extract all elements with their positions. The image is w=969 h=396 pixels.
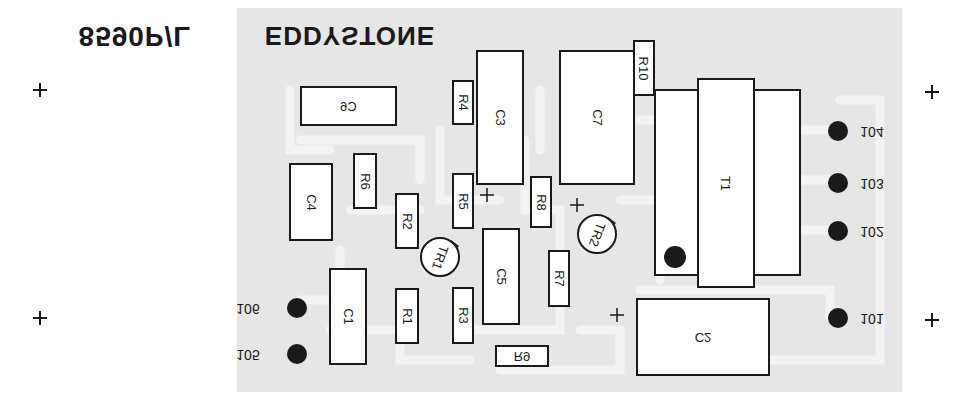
resistor-outline: R4	[452, 80, 474, 125]
component-label: C6	[340, 100, 357, 113]
component-label: R7	[553, 270, 566, 287]
component-label: R3	[457, 307, 470, 324]
capacitor-outline: C2	[636, 298, 770, 376]
resistor-outline: R2	[395, 193, 419, 249]
pin-number-box: 104	[852, 123, 892, 141]
capacitor-outline: C3	[476, 50, 524, 185]
resistor-outline: R1	[395, 288, 419, 344]
component-label: R10	[638, 56, 651, 80]
maker-name: EDDYSTONE	[265, 23, 435, 49]
resistor-outline: R8	[530, 176, 552, 228]
resistor-outline: R3	[452, 287, 474, 344]
pin-number: 101	[860, 312, 883, 326]
resistor-outline: R7	[548, 250, 570, 307]
resistor-outline: R10	[633, 40, 655, 96]
resistor-outline: R5	[452, 173, 474, 229]
capacitor-outline: C4	[289, 163, 333, 241]
pin-number: 103	[860, 177, 883, 191]
component-label: R8	[535, 194, 548, 211]
component-label: C7	[591, 109, 604, 126]
part-number-box: 8590P/L	[60, 18, 210, 54]
pin-number: 102	[860, 225, 883, 239]
part-number: 8590P/L	[79, 22, 192, 50]
transistor-outline: TR2	[576, 213, 618, 255]
component-label: C3	[494, 109, 507, 126]
board-ground	[237, 8, 902, 392]
pin-number: 106	[236, 302, 259, 316]
pin-number-box: 106	[228, 300, 268, 318]
component-label: T1	[719, 175, 732, 190]
pin-number: 104	[860, 125, 883, 139]
pin-number-box: 105	[228, 346, 268, 364]
component-label: C1	[342, 308, 355, 325]
transistor-body	[421, 238, 459, 276]
component-label: R6	[359, 173, 372, 190]
pin-number-box: 103	[852, 175, 892, 193]
component-label: C5	[495, 268, 508, 285]
component-label: R2	[401, 213, 414, 230]
transformer-outline: T1	[697, 78, 755, 288]
component-label: R5	[457, 193, 470, 210]
capacitor-outline: C7	[559, 50, 635, 185]
transistor-outline: TR1	[419, 236, 461, 278]
pin-number: 105	[236, 348, 259, 362]
capacitor-outline: C6	[300, 86, 397, 126]
resistor-outline: R6	[353, 153, 377, 209]
resistor-outline: R9	[495, 345, 549, 367]
component-label: R1	[401, 308, 414, 325]
pin-number-box: 101	[852, 310, 892, 328]
component-label: R9	[514, 350, 531, 363]
capacitor-outline: C1	[329, 268, 367, 365]
component-label: R4	[457, 94, 470, 111]
component-label: C4	[305, 194, 318, 211]
capacitor-outline: C5	[482, 228, 520, 325]
transistor-body	[578, 215, 616, 253]
component-label: C2	[695, 331, 712, 344]
maker-name-box: EDDYSTONE	[250, 18, 450, 54]
pin-number-box: 102	[852, 223, 892, 241]
